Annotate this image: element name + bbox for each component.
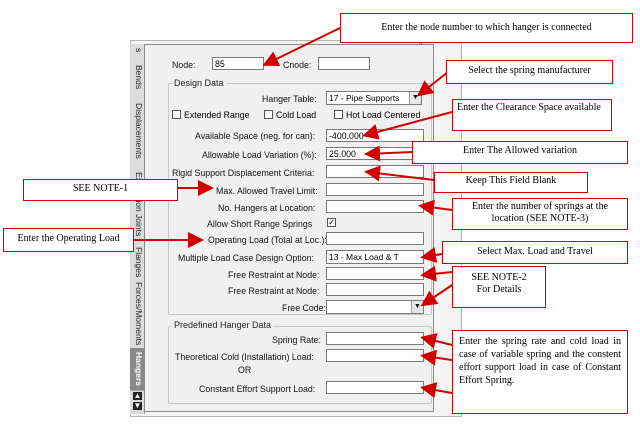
scroll-down-icon[interactable]: ▼	[133, 401, 142, 410]
callout-note2-line1: SEE NOTE-2	[471, 272, 527, 283]
callout-node-number: Enter the node number to which hanger is…	[340, 13, 633, 43]
cold-load-checkbox[interactable]	[264, 110, 273, 119]
callout-springs-text: Enter the number of springs at the locat…	[471, 201, 609, 224]
arrow-keep-blank	[364, 165, 435, 182]
theoretical-cold-label: Theoretical Cold (Installation) Load:	[175, 352, 314, 362]
arrow-max-load	[420, 247, 443, 263]
operating-load-input[interactable]	[326, 232, 424, 245]
max-travel-label: Max. Allowed Travel Limit:	[216, 186, 318, 196]
arrow-note2-a	[420, 265, 453, 282]
constant-effort-label: Constant Effort Support Load:	[199, 384, 316, 394]
callout-clearance-text: Enter the Clearance Space available	[457, 102, 601, 113]
arrow-springs	[418, 199, 453, 216]
free-code-select[interactable]: ▼	[326, 300, 424, 314]
allowable-load-variation-label: Allowable Load Variation (%):	[202, 150, 317, 160]
callout-manufacturer-text: Select the spring manufacturer	[468, 65, 591, 76]
callout-spring-rate: Enter the spring rate and cold load in c…	[452, 330, 628, 414]
arrow-note2-b	[420, 284, 453, 307]
max-travel-input[interactable]	[326, 183, 424, 196]
scroll-up-icon[interactable]: ▲	[133, 391, 142, 400]
spring-rate-label: Spring Rate:	[272, 335, 321, 345]
free-restraint-1-label: Free Restraint at Node:	[228, 270, 320, 280]
cold-load-label: Cold Load	[276, 110, 317, 120]
short-range-checkbox[interactable]: ✓	[327, 218, 336, 227]
tab-hangers[interactable]: Hangers	[130, 348, 144, 391]
hanger-table-value: 17 - Pipe Supports	[329, 93, 400, 103]
cnode-input[interactable]	[318, 57, 370, 70]
callout-keep-blank-text: Keep This Field Blank	[465, 175, 557, 186]
node-label: Node:	[172, 60, 196, 70]
callout-allowed-variation-text: Enter The Allowed variation	[463, 145, 577, 156]
short-range-label: Allow Short Range Springs	[207, 219, 313, 229]
arrow-constant-effort	[420, 382, 453, 398]
design-data-title: Design Data	[172, 78, 226, 88]
arrow-cold-load	[420, 349, 453, 366]
arrow-spring-rate	[420, 333, 453, 349]
callout-operating-load-text: Enter the Operating Load	[17, 233, 120, 244]
callout-keep-blank: Keep This Field Blank	[434, 172, 588, 193]
arrow-variation	[364, 145, 413, 162]
free-code-label: Free Code:	[282, 303, 327, 313]
arrow-manufacturer	[416, 71, 449, 97]
callout-max-load-text: Select Max. Load and Travel	[477, 246, 593, 257]
callout-max-load: Select Max. Load and Travel	[442, 241, 628, 264]
free-restraint-2-label: Free Restraint at Node:	[228, 286, 320, 296]
callout-springs: Enter the number of springs at the locat…	[452, 198, 628, 230]
predefined-hanger-title: Predefined Hanger Data	[172, 320, 274, 330]
arrow-clearance	[362, 111, 453, 140]
callout-allowed-variation: Enter The Allowed variation	[412, 141, 628, 164]
no-hangers-label: No. Hangers at Location:	[218, 203, 316, 213]
free-restraint-2-input[interactable]	[326, 283, 424, 296]
callout-note1: SEE NOTE-1	[23, 179, 178, 201]
available-space-label: Available Space (neg. for can):	[195, 131, 316, 141]
hanger-table-label: Hanger Table:	[262, 94, 317, 104]
callout-node-number-text: Enter the node number to which hanger is…	[381, 22, 592, 33]
hot-load-centered-label: Hot Load Centered	[346, 110, 421, 120]
callout-spring-rate-text: Enter the spring rate and cold load in c…	[459, 336, 621, 386]
cnode-label: Cnode:	[283, 60, 312, 70]
callout-operating-load: Enter the Operating Load	[3, 228, 134, 252]
callout-clearance: Enter the Clearance Space available	[452, 99, 612, 131]
operating-load-label: Operating Load (Total at Loc.):	[208, 235, 327, 245]
hot-load-centered-checkbox[interactable]	[334, 110, 343, 119]
chevron-down-icon[interactable]: ▼	[411, 301, 423, 313]
extended-range-checkbox[interactable]	[172, 110, 181, 119]
multiple-load-value: 13 - Max Load & T	[329, 252, 399, 262]
callout-manufacturer: Select the spring manufacturer	[446, 60, 613, 84]
rigid-support-label: Rigid Support Displacement Criteria:	[172, 168, 315, 178]
callout-note2: SEE NOTE-2 For Details	[452, 266, 546, 308]
or-label: OR	[238, 365, 252, 375]
hanger-table-select[interactable]: 17 - Pipe Supports ▼	[326, 91, 422, 105]
multiple-load-label: Multiple Load Case Design Option:	[178, 253, 314, 263]
callout-note1-text: SEE NOTE-1	[72, 183, 129, 194]
arrow-node	[262, 27, 341, 66]
callout-note2-line2: For Details	[476, 284, 522, 295]
extended-range-label: Extended Range	[184, 110, 250, 120]
